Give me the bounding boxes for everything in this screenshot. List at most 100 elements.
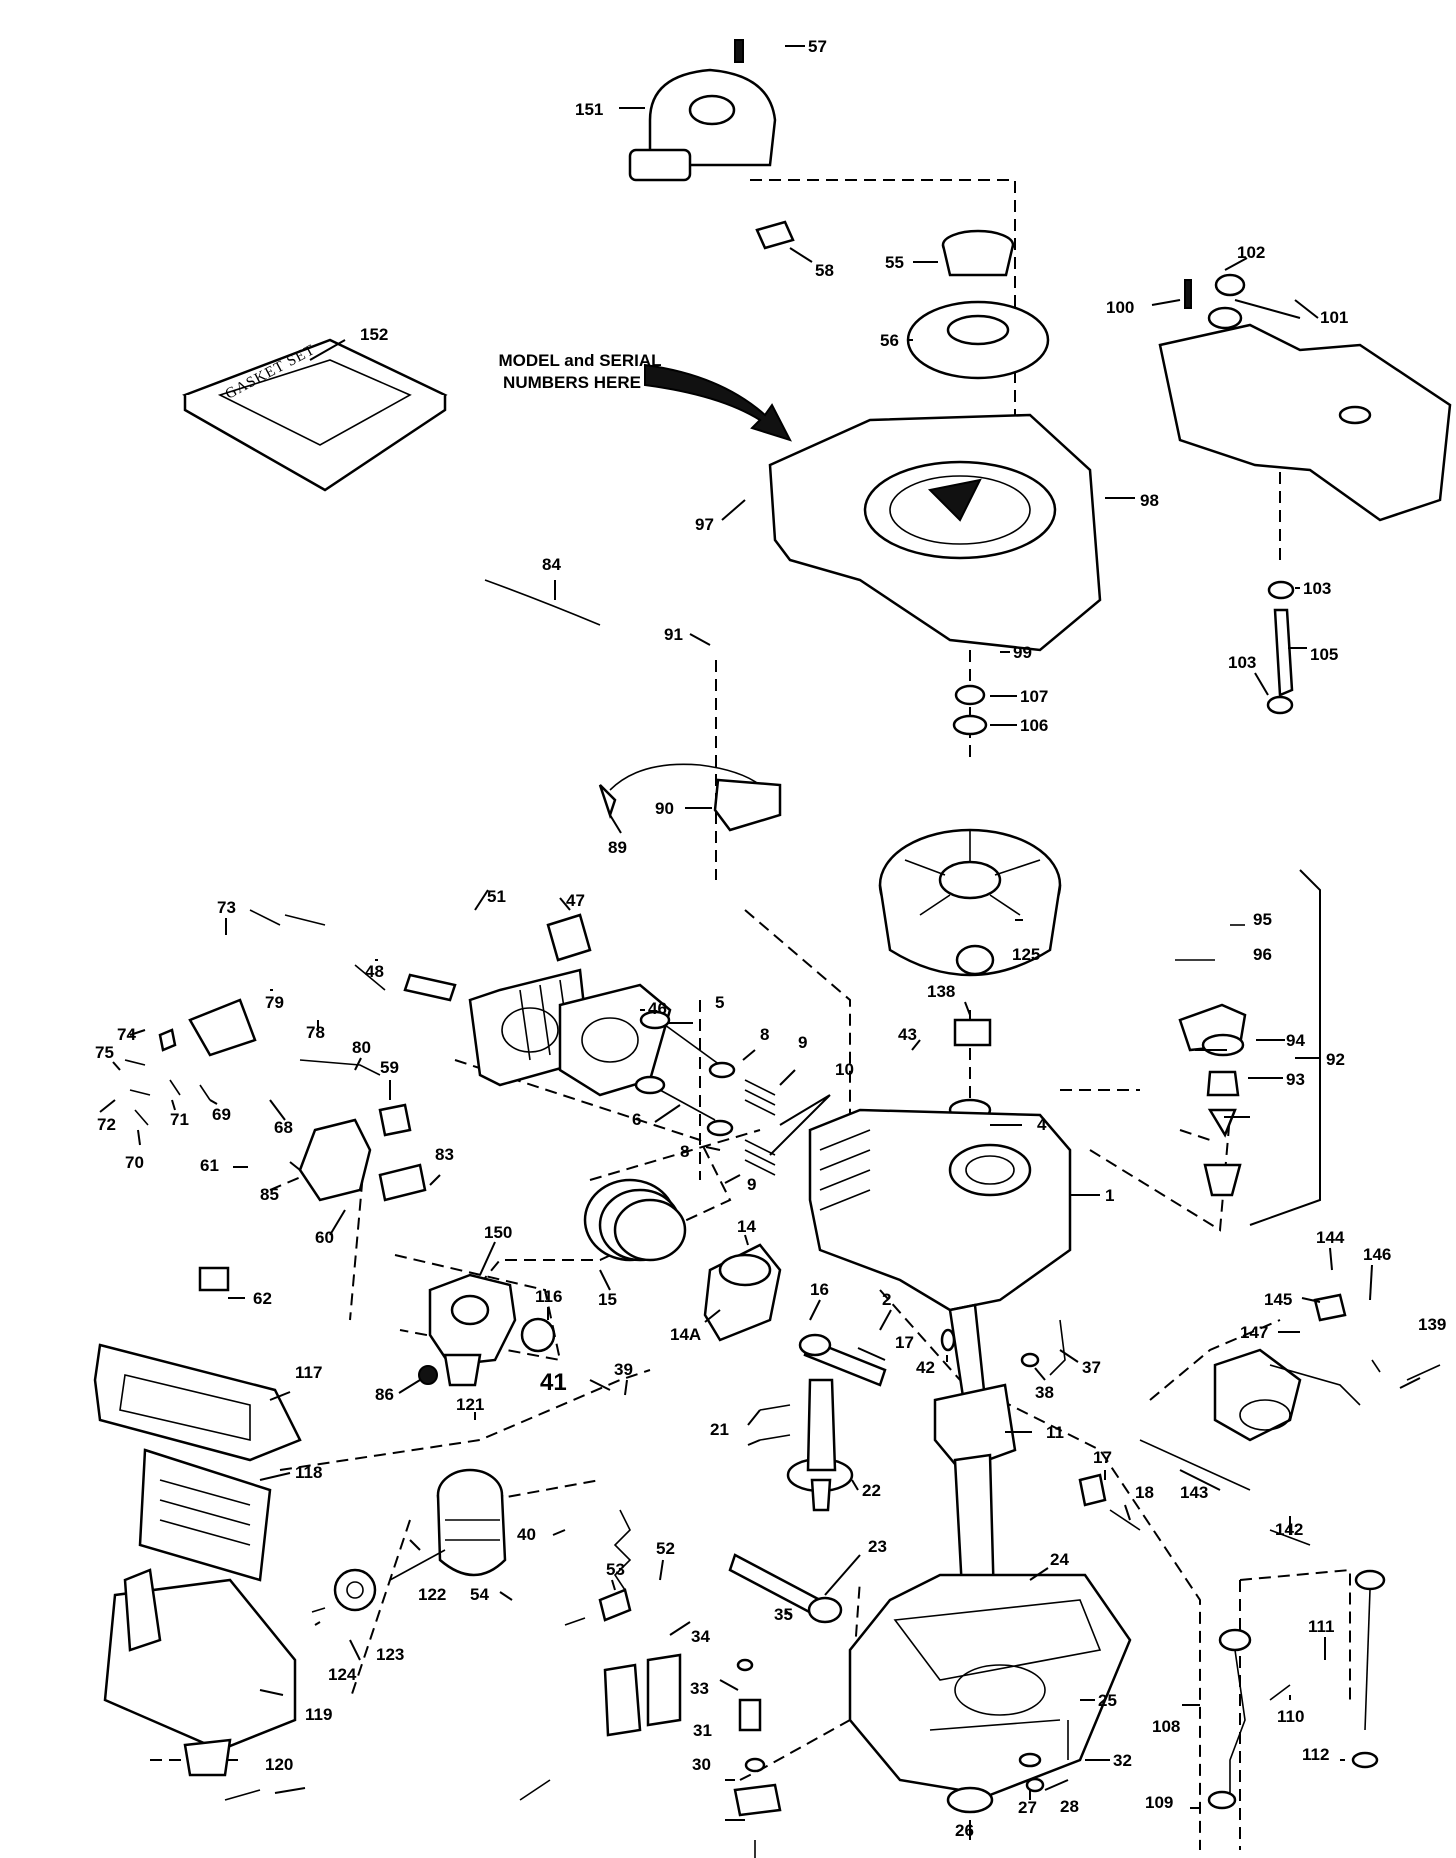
callout-99: 99 xyxy=(1013,643,1032,662)
callout-72: 72 xyxy=(97,1115,116,1134)
carburetor-150 xyxy=(428,1273,517,1387)
callout-4: 4 xyxy=(1037,1115,1047,1134)
callout-8b: 8 xyxy=(680,1142,689,1161)
callout-110: 110 xyxy=(1277,1707,1304,1726)
callout-22: 22 xyxy=(862,1481,881,1500)
callout-41: 41 xyxy=(540,1369,567,1396)
callout-83: 83 xyxy=(435,1145,454,1164)
callout-97: 97 xyxy=(695,515,714,534)
callout-123: 123 xyxy=(376,1645,404,1664)
callout-52: 52 xyxy=(656,1539,675,1558)
callout-15: 15 xyxy=(598,1290,617,1309)
flywheel-125 xyxy=(878,828,1062,977)
foam-ring-56 xyxy=(906,300,1050,380)
callout-118: 118 xyxy=(295,1463,322,1482)
callout-9: 9 xyxy=(798,1033,807,1052)
callout-112: 112 xyxy=(1302,1745,1329,1764)
callout-105: 105 xyxy=(1310,645,1338,664)
callout-119: 119 xyxy=(305,1705,332,1724)
callout-48: 48 xyxy=(365,962,384,981)
camshaft-22 xyxy=(786,1378,854,1512)
callout-103: 103 xyxy=(1303,579,1331,598)
callout-151: 151 xyxy=(575,100,603,119)
callout-2: 2 xyxy=(882,1290,891,1309)
callout-85: 85 xyxy=(260,1185,279,1204)
callout-6: 6 xyxy=(632,1110,641,1129)
callout-100: 100 xyxy=(1106,298,1134,317)
callout-53: 53 xyxy=(606,1560,625,1579)
callout-150: 150 xyxy=(484,1223,512,1242)
rewind-starter-151 xyxy=(628,39,777,182)
callout-69: 69 xyxy=(212,1105,231,1124)
callout-5: 5 xyxy=(715,993,724,1012)
callout-125: 125 xyxy=(1012,945,1040,964)
callout-120: 120 xyxy=(265,1755,293,1774)
callout-144: 144 xyxy=(1316,1228,1345,1247)
gasket-set-152: GASKET SET xyxy=(182,338,448,492)
callout-47: 47 xyxy=(566,891,585,910)
callout-61: 61 xyxy=(200,1156,219,1175)
blower-housing-98 xyxy=(768,413,1102,652)
callout-55: 55 xyxy=(885,253,904,272)
callout-62: 62 xyxy=(253,1289,272,1308)
callout-24: 24 xyxy=(1050,1550,1069,1569)
callout-21: 21 xyxy=(710,1420,729,1439)
callout-51: 51 xyxy=(487,887,506,906)
callout-74: 74 xyxy=(117,1025,136,1044)
air-cleaner-base-119 xyxy=(103,1568,297,1777)
model-serial-note-line-2: NUMBERS HERE xyxy=(503,373,641,392)
leader-lines xyxy=(99,45,1421,1840)
callout-11: 11 xyxy=(1046,1423,1064,1442)
callout-31: 31 xyxy=(693,1721,712,1740)
breather-92 xyxy=(1175,924,1247,1197)
callout-75: 75 xyxy=(95,1043,114,1062)
part-drawings: GASKET SET xyxy=(93,39,1452,1858)
callout-10: 10 xyxy=(835,1060,854,1079)
callout-90: 90 xyxy=(655,799,674,818)
callout-17b: 17 xyxy=(1093,1448,1112,1467)
callout-106: 106 xyxy=(1020,716,1048,735)
callout-57: 57 xyxy=(808,37,827,56)
callout-14: 14 xyxy=(737,1217,756,1236)
cylinder-block-1 xyxy=(808,1108,1072,1312)
callout-17: 17 xyxy=(895,1333,914,1352)
callout-86: 86 xyxy=(375,1385,394,1404)
callout-40: 40 xyxy=(517,1525,536,1544)
callout-109: 109 xyxy=(1145,1793,1173,1812)
callout-34: 34 xyxy=(691,1627,710,1646)
callout-30: 30 xyxy=(692,1755,711,1774)
callout-70: 70 xyxy=(125,1153,144,1172)
callout-117: 117 xyxy=(295,1363,322,1382)
callout-84: 84 xyxy=(542,555,561,574)
callout-124: 124 xyxy=(328,1665,357,1684)
callout-73: 73 xyxy=(217,898,236,917)
callout-91: 91 xyxy=(664,625,683,644)
callout-152: 152 xyxy=(360,325,388,344)
callout-59: 59 xyxy=(380,1058,399,1077)
callout-138: 138 xyxy=(927,982,955,1001)
callout-93: 93 xyxy=(1286,1070,1305,1089)
callout-102: 102 xyxy=(1237,243,1265,262)
callout-111: 111 xyxy=(1308,1617,1335,1636)
callout-39: 39 xyxy=(614,1360,633,1379)
callout-89: 89 xyxy=(608,838,627,857)
callout-96: 96 xyxy=(1253,945,1272,964)
callout-78: 78 xyxy=(306,1023,325,1042)
callout-18: 18 xyxy=(1135,1483,1154,1502)
callout-labels: 57 151 58 55 56 152 102 100 101 98 97 84… xyxy=(95,37,1446,1840)
callout-107: 107 xyxy=(1020,687,1048,706)
callout-142: 142 xyxy=(1275,1520,1303,1539)
callout-60: 60 xyxy=(315,1228,334,1247)
callout-116: 116 xyxy=(535,1287,562,1306)
callout-42: 42 xyxy=(916,1358,935,1377)
callout-80: 80 xyxy=(352,1038,371,1057)
oil-sump-25 xyxy=(848,1573,1132,1797)
callout-92: 92 xyxy=(1326,1050,1345,1069)
callout-16: 16 xyxy=(810,1280,829,1299)
callout-139: 139 xyxy=(1418,1315,1446,1334)
callout-9b: 9 xyxy=(747,1175,756,1194)
callout-25: 25 xyxy=(1098,1691,1117,1710)
callout-79: 79 xyxy=(265,993,284,1012)
callout-122: 122 xyxy=(418,1585,446,1604)
callout-8: 8 xyxy=(760,1025,769,1044)
